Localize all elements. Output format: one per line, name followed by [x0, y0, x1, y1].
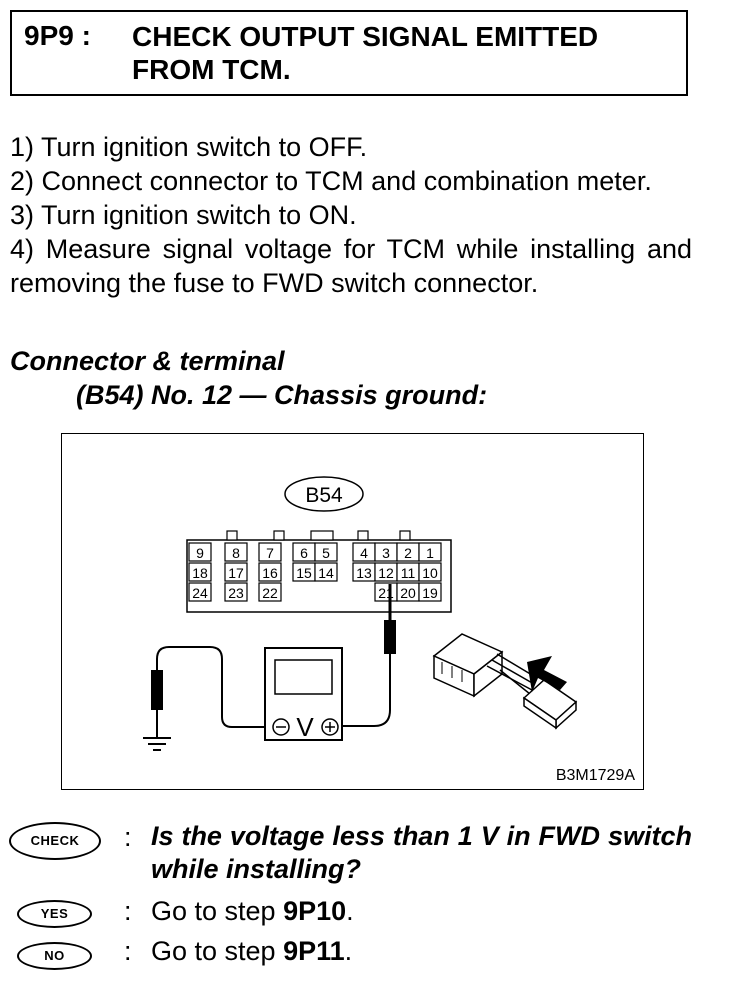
connector-label: B54: [305, 484, 343, 507]
yes-text: Go to step: [151, 896, 284, 926]
connector-pin-label: 7: [266, 545, 274, 561]
connector-pin-22: [258, 582, 282, 602]
connector-pin-14: [314, 562, 338, 582]
connector-pin-label: 12: [378, 565, 394, 581]
step-id: 9P9 :: [24, 20, 91, 51]
connector-terminal-heading: Connector & terminal: [10, 346, 285, 376]
connector-pin-17: [224, 562, 248, 582]
connector-pin-label: 20: [400, 585, 416, 601]
check-badge: CHECK: [9, 822, 101, 860]
yes-answer: Go to step 9P10.: [151, 896, 354, 927]
connector-pin-label: 17: [228, 565, 244, 581]
connector-pin-10: [418, 562, 442, 582]
connector-pin-label: 9: [196, 545, 204, 561]
connector-pin-label: 15: [296, 565, 312, 581]
figure-code: B3M1729A: [555, 767, 635, 784]
connector-pin-label: 14: [318, 565, 334, 581]
instruction-item: 2) Connect connector to TCM and combinat…: [10, 166, 652, 196]
connector-pin-7: [258, 542, 282, 562]
yes-badge: YES: [17, 900, 92, 928]
no-colon: :: [124, 936, 132, 966]
connector-pin-label: 6: [300, 545, 308, 561]
voltmeter-icon: V: [264, 647, 343, 742]
connector-pin-23: [224, 582, 248, 602]
no-answer: Go to step 9P11.: [151, 936, 352, 967]
no-text: Go to step: [151, 936, 284, 966]
connector-pin-label: 19: [422, 585, 438, 601]
connector-pin-16: [258, 562, 282, 582]
ground-symbol-icon: [143, 737, 171, 751]
no-end: .: [344, 936, 353, 966]
connector-pin-19: [418, 582, 442, 602]
connector-pin-9: [188, 542, 212, 562]
no-target-step[interactable]: 9P11: [283, 936, 345, 966]
step-header: 9P9 : CHECK OUTPUT SIGNAL EMITTED FROM T…: [10, 10, 688, 96]
yes-colon: :: [124, 896, 132, 926]
check-question: Is the voltage less than 1 V in FWD swit…: [151, 821, 692, 884]
connector-pin-label: 23: [228, 585, 244, 601]
check-colon: :: [124, 822, 132, 852]
connector-pin-label: 11: [401, 565, 416, 581]
connector-pin-label: 13: [356, 565, 372, 581]
connector-pin-label: 10: [422, 565, 438, 581]
connector-pin-label: 22: [262, 585, 278, 601]
connector-pin-label: 18: [192, 565, 208, 581]
connector-pin-label: 4: [360, 545, 368, 561]
connector-pin-1: [418, 542, 442, 562]
connector-pin-label: 5: [322, 545, 330, 561]
connector-terminal-spec: (B54) No. 12 — Chassis ground:: [76, 380, 488, 410]
connector-pin-label: 24: [192, 585, 208, 601]
instruction-list: 1) Turn ignition switch to OFF. 2) Conne…: [10, 130, 692, 300]
connector-pin-8: [224, 542, 248, 562]
instruction-item: 3) Turn ignition switch to ON.: [10, 200, 357, 230]
connector-pin-18: [188, 562, 212, 582]
meter-symbol: V: [296, 712, 314, 742]
yes-target-step[interactable]: 9P10: [283, 896, 347, 926]
connector-pin-label: 2: [404, 545, 412, 561]
instruction-item: 4) Measure signal voltage for TCM while …: [10, 234, 692, 298]
yes-end: .: [346, 896, 354, 926]
connector-label-ellipse: [284, 476, 364, 512]
connector-pin-5: [314, 542, 338, 562]
probe-icon: [384, 620, 396, 654]
connector-pin-label: 8: [232, 545, 240, 561]
arrow-icon: [527, 656, 567, 692]
connector-pin-label: 16: [262, 565, 278, 581]
step-title: CHECK OUTPUT SIGNAL EMITTED FROM TCM.: [132, 21, 599, 85]
connector-pin-label: 3: [382, 545, 390, 561]
connector-pin-label: 21: [378, 585, 394, 601]
connector-pin-label: 1: [426, 545, 434, 561]
no-badge: NO: [17, 942, 92, 970]
connector-plug-illustration: [432, 633, 578, 730]
instruction-item: 1) Turn ignition switch to OFF.: [10, 132, 368, 162]
connector-pin-24: [188, 582, 212, 602]
